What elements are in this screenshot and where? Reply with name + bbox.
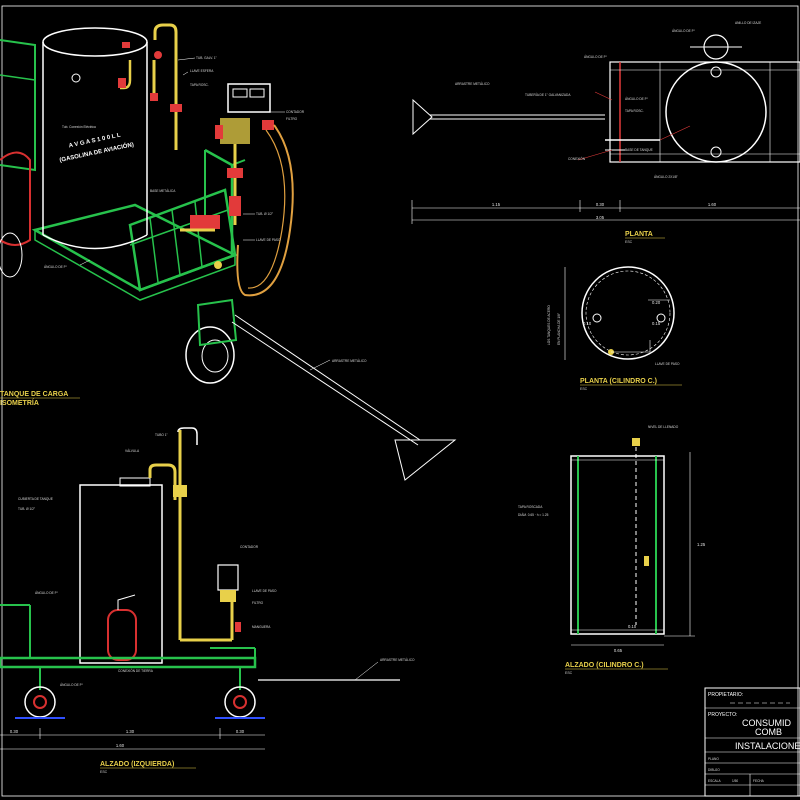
cyl-elev-label-0: NIVEL DE LLENADO [648, 425, 679, 429]
lateral-dim-0: 0.30 [10, 729, 19, 734]
cyl-plan-title: PLANTA (CILINDRO C.) [580, 378, 657, 385]
lateral-wheel-right [224, 686, 256, 718]
planta-dim-total: 3.05 [596, 215, 605, 220]
planta-label-9: CONEXIÓN [568, 156, 586, 161]
cyl-elev-body [570, 455, 665, 635]
cyl-plan-dim-2: 0.10 [583, 321, 592, 326]
planta-label-4: TAPA ROSC. [625, 109, 644, 113]
planta-label-2: TUBERÍA DE 1" GALVANIZADA [525, 93, 571, 97]
iso-label-stop-valve: LLAVE DE PASO [256, 238, 281, 242]
lateral-label-9: ÁNGULO DE Fº [60, 683, 84, 687]
lateral-dim-2: 0.30 [236, 729, 245, 734]
cyl-elev-scale: ESC [565, 671, 573, 675]
tb-row-3: FECHA [753, 779, 765, 783]
iso-label-base: BASE METÁLICA [150, 189, 176, 193]
lateral-scale: ESC [100, 770, 108, 774]
planta-label-3: ÁNGULO DE Fº [625, 97, 649, 101]
side-rail [128, 188, 237, 292]
lateral-tank [79, 484, 163, 664]
lateral-dim-total: 1.60 [116, 743, 125, 748]
cyl-elev-label-2: DIÁM. 0.65 · h = 1.25 [518, 513, 549, 517]
cyl-plan-circle [581, 266, 675, 360]
cyl-plan-label-0: LLAVE DE PASO [655, 362, 680, 366]
iso-label-elec: Tub. Conexión Eléctrica [62, 125, 96, 129]
planta-dim-1: 1.15 [492, 202, 501, 207]
planta-title: PLANTA [625, 231, 653, 238]
planta-view: 1.15 0.30 1.60 3.05 ÁNGULO DE Fº ARRASTR… [411, 21, 800, 244]
cyl-plan-dim-0: 0.20 [652, 300, 661, 305]
lateral-wheel-left [24, 686, 56, 718]
lateral-label-4: ÁNGULO DE Fº [35, 591, 59, 595]
iso-label-small-pipe: TUB. Ø 1/2" [256, 212, 273, 216]
tb-row-value-2: 1/50 [732, 779, 738, 783]
lateral-label-10: CONEXIÓN DE TIERRA [118, 668, 154, 673]
cyl-elev-dim-0: 1.25 [697, 542, 706, 547]
title-block: PROPIETARIO: PROYECTO: CONSUMID COMB INS… [704, 687, 800, 797]
lateral-label-5: CONTADOR [240, 545, 259, 549]
lateral-label-0: TUBO 1" [155, 433, 168, 437]
cyl-elev-title: ALZADO (CILINDRO C.) [565, 662, 644, 669]
isometric-view: A V G A S 1 0 0 L L (GASOLINA DE AVIACIÓ… [0, 23, 457, 481]
tb-owner-label: PROPIETARIO: [708, 692, 743, 698]
iso-label-valve: LLAVE ESFERA [190, 69, 214, 73]
tb-project-line1: CONSUMID [742, 718, 791, 728]
cyl-plan-scale: ESC [580, 387, 588, 391]
lateral-label-6: LLAVE DE PASO [252, 589, 277, 593]
tank-top [42, 27, 148, 57]
lateral-label-8: MANGUERA [252, 625, 271, 629]
lateral-title: ALZADO (IZQUIERDA) [100, 761, 174, 768]
sheet-frame [1, 5, 799, 797]
cyl-elev-label-1: TAPA ROSCADA [518, 505, 543, 509]
planta-label-8: ÁNGULO DE Fº [672, 29, 696, 33]
cyl-elev-dim-2: 0.10 [628, 624, 637, 629]
cyl-plan-side-1: LOS TANQUES DE ACERO [547, 305, 551, 345]
cyl-elev-view: 1.25 0.65 0.10 NIVEL DE LLENADO TAPA ROS… [518, 425, 706, 675]
planta-label-6: ÁNGULO 2X1/8" [654, 175, 678, 179]
planta-label-0: ÁNGULO DE Fº [584, 55, 608, 59]
iso-label-angle: ÁNGULO DE Fº [44, 265, 68, 269]
planta-dim-3: 1.60 [708, 202, 717, 207]
planta-tank-circle [665, 61, 767, 163]
cyl-elev-dim-1: 0.65 [614, 648, 623, 653]
tb-project-label: PROYECTO: [708, 712, 737, 718]
iso-title-2: ISOMETRÍA [0, 398, 39, 407]
lateral-label-7: FILTRO [252, 601, 264, 605]
tb-sheet-title: INSTALACIONE [735, 741, 800, 751]
planta-dim-2: 0.30 [596, 202, 605, 207]
lateral-label-3: TUB. Ø 1/2" [18, 507, 35, 511]
planta-scale: ESC [625, 240, 633, 244]
iso-title-1: TANQUE DE CARGA [0, 391, 68, 398]
lateral-label-1: VÁLVULA [125, 449, 140, 453]
iso-label-cap: TAPA ROSC. [190, 83, 209, 87]
lateral-label-11: ARRASTRE METÁLICO [380, 658, 415, 662]
iso-label-towbar: ARRASTRE METÁLICO [332, 359, 367, 363]
iso-label-meter: CONTADOR [286, 110, 305, 114]
iso-label-pipe: TUB. GALV. 1" [196, 56, 217, 60]
flow-meter [227, 83, 271, 113]
planta-label-1: ARRASTRE METÁLICO [455, 82, 490, 86]
tb-project-line2: COMB [755, 727, 782, 737]
cyl-plan-view: 0.20 0.15 0.10 LOS TANQUES DE ACERO EN P… [547, 266, 682, 391]
hose [236, 124, 294, 297]
lateral-view: 0.30 1.30 0.30 1.60 TUBO 1" VÁLVULA CUBI… [0, 427, 415, 774]
tb-row-0: PLANO [708, 757, 719, 761]
lateral-dim-1: 1.30 [126, 729, 135, 734]
cyl-plan-dim-1: 0.15 [652, 321, 661, 326]
cyl-plan-side-2: EN PLANCHA DE 1/8" [557, 313, 561, 345]
lateral-label-2: CUBIERTA DE TANQUE [18, 497, 53, 501]
tb-row-2: ESCALA [708, 779, 721, 783]
planta-label-5: BASE DE TANQUE [625, 148, 653, 152]
iso-label-filter: FILTRO [286, 117, 298, 121]
planta-label-7: ANILLO DE IZAJE [735, 21, 761, 25]
tb-row-1: DIBUJO [708, 768, 720, 772]
iso-wheel [185, 326, 235, 384]
